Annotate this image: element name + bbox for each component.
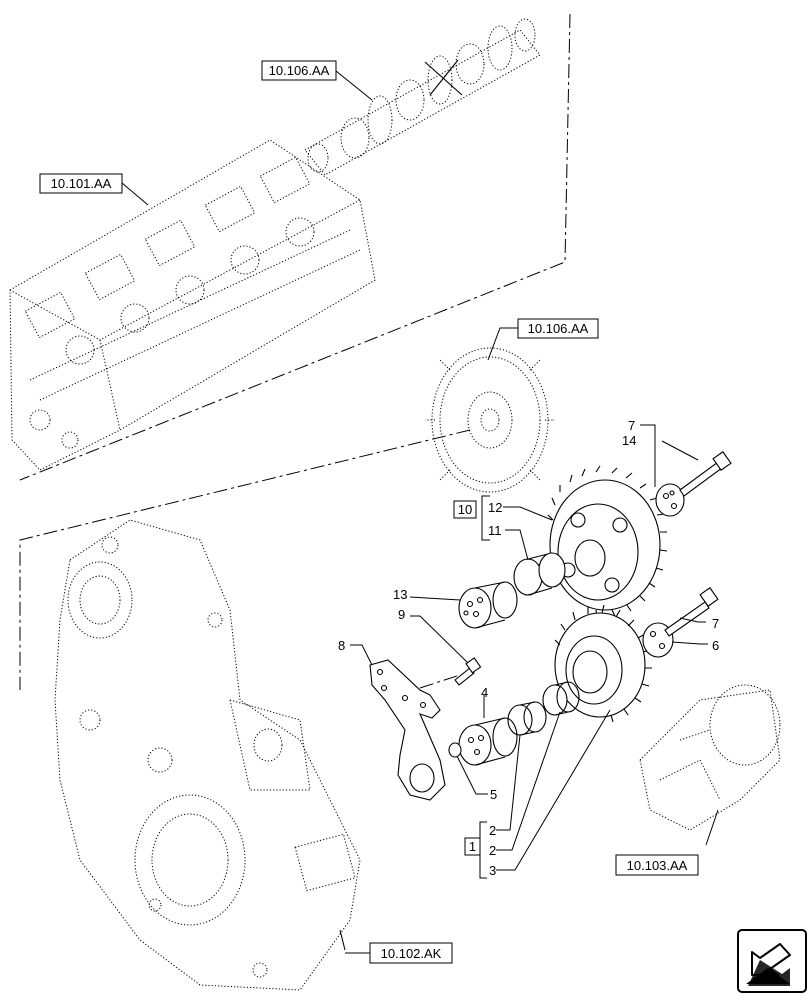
svg-text:10.106.AA: 10.106.AA: [269, 63, 330, 78]
callout-8: 8: [338, 638, 345, 653]
bolt-9: [454, 657, 482, 686]
svg-text:10: 10: [458, 502, 472, 517]
bolt-7-upper: [679, 451, 732, 497]
timing-cover-illustration: [54, 519, 361, 991]
hub-13: [458, 581, 518, 629]
washer-14: [655, 483, 685, 517]
callout-12: 12: [488, 500, 502, 515]
part-callouts: 7 14 12 11 13 9 7 6 8 4 5 2 2 3: [338, 418, 719, 878]
ref-camshaft-top[interactable]: 10.106.AA: [261, 60, 337, 81]
arrow-back-icon[interactable]: [737, 929, 807, 993]
bushing-11: [513, 552, 566, 596]
callout-4: 4: [481, 685, 488, 700]
svg-text:10.103.AA: 10.103.AA: [627, 858, 688, 873]
ref-crankshaft[interactable]: 10.103.AA: [615, 854, 699, 876]
kit-box-1: 1: [464, 837, 481, 856]
cylinder-head-illustration: [9, 139, 376, 471]
callout-5: 5: [490, 787, 497, 802]
camshaft-illustration: [304, 18, 541, 176]
callout-6: 6: [712, 638, 719, 653]
callout-3: 3: [489, 863, 496, 878]
axis-line-gear: [419, 674, 461, 689]
axis-line-upper: [19, 13, 571, 481]
callout-13: 13: [393, 587, 407, 602]
ref-timing-cover[interactable]: 10.102.AK: [369, 942, 453, 964]
plug-5: [448, 742, 462, 758]
callout-11: 11: [488, 523, 502, 538]
callout-7-lower: 7: [712, 616, 719, 631]
idler-gear-lower: [554, 604, 652, 723]
callout-2-b: 2: [489, 843, 496, 858]
ref-camshaft-gear[interactable]: 10.106.AA: [517, 318, 599, 339]
ref-cylinder-head[interactable]: 10.101.AA: [39, 173, 123, 194]
callout-14: 14: [622, 433, 636, 448]
svg-text:10.106.AA: 10.106.AA: [528, 321, 589, 336]
bushing-2a: [507, 701, 547, 736]
kit-box-10: 10: [453, 500, 477, 519]
leader-lines: [121, 70, 719, 951]
axis-line-lower: [19, 429, 471, 690]
svg-text:10.101.AA: 10.101.AA: [51, 176, 112, 191]
bracket-8: [369, 659, 446, 801]
idler-gear-upper: [547, 465, 668, 618]
camshaft-gear-illustration: [425, 347, 555, 493]
bolt-7-lower: [664, 587, 719, 637]
bushing-2b: [542, 681, 580, 716]
svg-text:10.102.AK: 10.102.AK: [381, 946, 442, 961]
callout-2-a: 2: [489, 823, 496, 838]
callout-9: 9: [398, 607, 405, 622]
crankshaft-illustration: [639, 684, 781, 831]
svg-text:1: 1: [469, 839, 476, 854]
callout-7-upper: 7: [628, 418, 635, 433]
